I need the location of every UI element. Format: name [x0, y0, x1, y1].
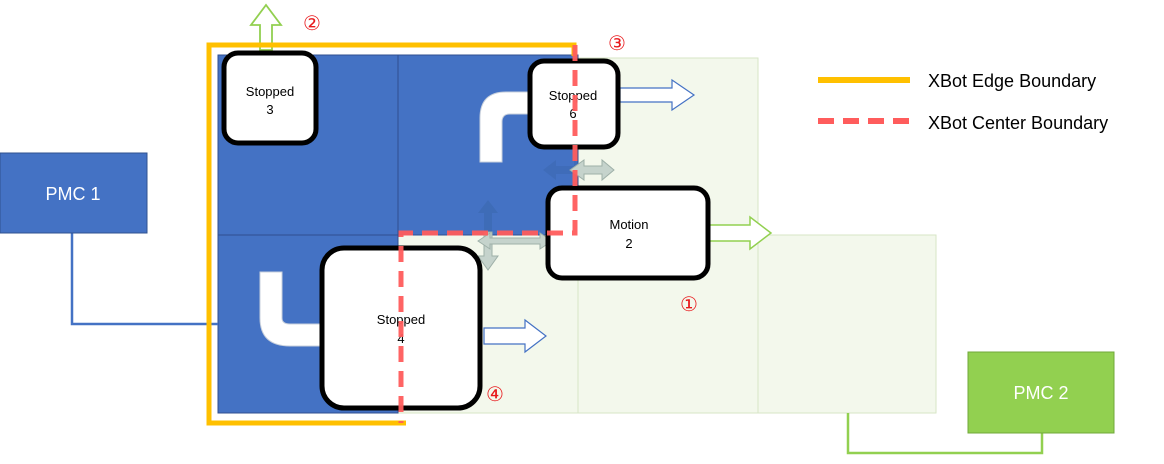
vertical-double-arrow-dark — [478, 200, 498, 232]
pmc1-label: PMC 1 — [45, 184, 100, 204]
xbot-2-number: 2 — [625, 236, 632, 251]
pmc1-box[interactable]: PMC 1 — [0, 152, 148, 234]
pmc1-connector — [70, 233, 218, 326]
xbot-3-number: 3 — [266, 102, 273, 117]
horizontal-double-arrow-light — [569, 158, 615, 182]
xbot-3-state: Stopped — [246, 84, 294, 99]
right-arrow-xbot4 — [483, 318, 547, 354]
marker-3: ③ — [608, 33, 626, 55]
xbot-center-boundary — [398, 45, 578, 423]
xbot-4-state: Stopped — [377, 312, 425, 327]
marker-4: ④ — [486, 384, 504, 406]
xbot-2-state: Motion — [609, 217, 648, 232]
legend-center-label: XBot Center Boundary — [928, 113, 1108, 133]
marker-1: ① — [680, 294, 698, 316]
legend: XBot Edge Boundary XBot Center Boundary — [818, 71, 1108, 133]
xbot-6-number: 6 — [569, 106, 576, 121]
pmc2-box[interactable]: PMC 2 — [967, 351, 1115, 434]
vertical-double-arrow-light — [477, 231, 499, 271]
pmc2-connector — [846, 413, 1044, 455]
right-arrow-xbot2 — [707, 215, 773, 251]
xbot-4-number: 4 — [397, 331, 404, 346]
legend-edge-label: XBot Edge Boundary — [928, 71, 1096, 91]
pmc2-label: PMC 2 — [1013, 383, 1068, 403]
right-arrow-xbot6 — [619, 78, 696, 112]
marker-2: ② — [303, 13, 321, 35]
xbot-3[interactable]: Stopped 3 — [221, 50, 319, 146]
pmc2-tile — [757, 234, 937, 414]
